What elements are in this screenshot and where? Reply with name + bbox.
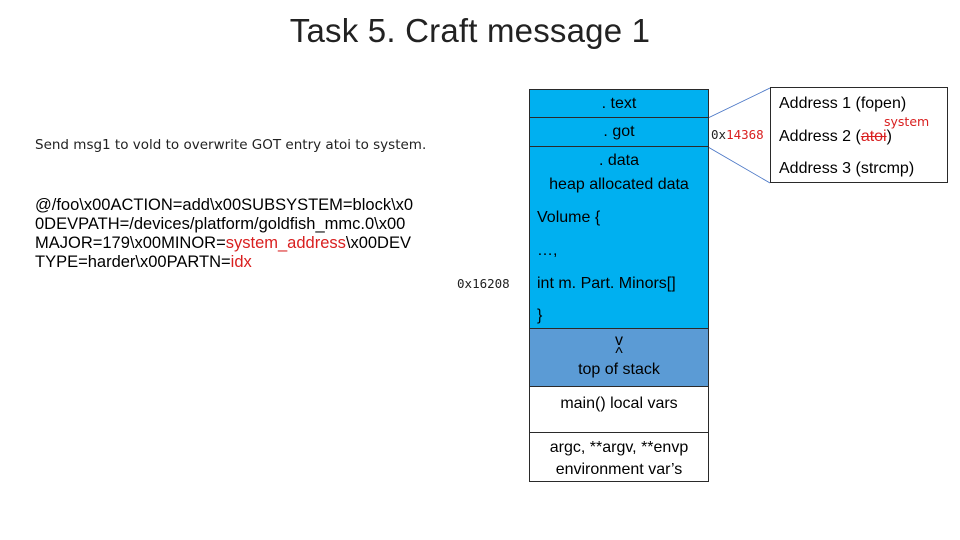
payload-system-address: system_address <box>225 234 346 252</box>
stack-top-block: v ^ top of stack <box>529 328 709 387</box>
got-section: . got <box>529 117 709 147</box>
text-section: . text <box>529 89 709 118</box>
data-section-label: . data <box>598 152 640 169</box>
payload-line-3: MAJOR=179\x00MINOR=system_address\x00DEV <box>35 234 455 253</box>
got-entry-3: Address 3 (strcmp) <box>779 160 915 177</box>
heap-address-prefix: 0x <box>457 276 473 291</box>
got-section-label: . got <box>603 123 635 140</box>
got-entry-2-suffix: ) <box>886 128 892 145</box>
top-of-stack-label: top of stack <box>578 361 660 378</box>
arrow-down-icon: v <box>615 332 623 349</box>
got-address-value: 14368 <box>726 127 764 142</box>
payload-idx: idx <box>230 253 252 271</box>
got-entry-1: Address 1 (fopen) <box>779 95 907 112</box>
page-title: Task 5. Craft message 1 <box>289 12 651 49</box>
env-vars-label: environment var’s <box>555 461 683 478</box>
payload-devtype: TYPE=harder\x00PARTN= <box>35 253 231 271</box>
volume-ellipsis: …, <box>537 242 558 259</box>
heap-address-value: 16208 <box>472 276 510 291</box>
payload-message: @/foo\x00ACTION=add\x00SUBSYSTEM=block\x… <box>35 196 455 272</box>
payload-line-1: @/foo\x00ACTION=add\x00SUBSYSTEM=block\x… <box>35 196 414 214</box>
main-locals-block: main() local vars <box>529 386 709 433</box>
payload-line-2: 0DEVPATH=/devices/platform/goldfish_mmc.… <box>35 215 406 233</box>
args-env-block: argc, **argv, **envp environment var’s <box>529 432 709 482</box>
heap-label: heap allocated data <box>549 176 689 193</box>
got-entry-2-replacement: system <box>884 114 930 129</box>
got-entry-2-name: atoi <box>860 128 887 145</box>
instruction-text: Send msg1 to vold to overwrite GOT entry… <box>35 137 427 153</box>
payload-line-4: TYPE=harder\x00PARTN=idx <box>35 253 455 272</box>
got-table: Address 1 (fopen) system Address 2 (atoi… <box>770 87 948 183</box>
arrow-up-icon: ^ <box>615 345 623 362</box>
connector-line-top <box>707 87 771 119</box>
got-address-label: 0x14368 <box>711 127 764 142</box>
got-entry-2-prefix: Address 2 ( <box>779 128 861 145</box>
payload-dev: \x00DEV <box>345 234 411 252</box>
payload-major-minor: MAJOR=179\x00MINOR= <box>35 234 226 252</box>
args-label: argc, **argv, **envp <box>549 439 689 456</box>
main-locals-label: main() local vars <box>560 395 678 412</box>
volume-open: Volume { <box>537 209 601 226</box>
heap-address-label: 0x16208 <box>457 276 510 291</box>
part-minors-field: int m. Part. Minors[] <box>537 275 676 292</box>
got-entry-2: Address 2 (atoi) <box>779 128 892 146</box>
text-section-label: . text <box>601 95 637 112</box>
connector-line-bottom <box>707 146 771 184</box>
volume-close: } <box>537 307 543 324</box>
got-address-prefix: 0x <box>711 127 727 142</box>
